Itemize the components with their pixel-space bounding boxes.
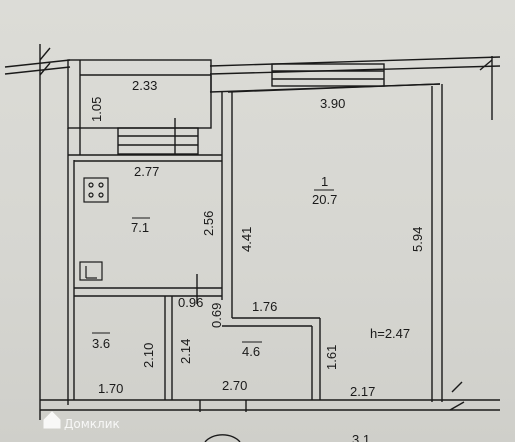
room-kitchen-area: 7.1 — [131, 220, 149, 235]
dim-partition: 4.41 — [239, 227, 254, 252]
dim-kitchen-width: 2.77 — [134, 164, 159, 179]
dim-bath-height-a: 2.10 — [141, 343, 156, 368]
dim-right-bottom: 2.17 — [350, 384, 375, 399]
ceiling-height: h=2.47 — [370, 326, 410, 341]
dim-balcony-depth: 1.05 — [89, 97, 104, 122]
watermark-text: Домклик — [64, 417, 120, 431]
dim-kitchen-depth: 2.56 — [201, 211, 216, 236]
dim-room1-length: 5.94 — [410, 227, 425, 252]
domclick-logo-icon — [43, 411, 61, 429]
dim-bath-height-b: 2.14 — [178, 339, 193, 364]
dim-small2: 0.69 — [209, 303, 224, 328]
dim-room1-width: 3.90 — [320, 96, 345, 111]
room-bath-area: 3.6 — [92, 336, 110, 351]
sink-icon — [79, 261, 103, 281]
dim-bottom-partial: 3.1 — [352, 432, 370, 442]
stove-icon — [83, 177, 109, 203]
room-hall-area: 4.6 — [242, 344, 260, 359]
dim-hall-width: 2.70 — [222, 378, 247, 393]
dim-bath-width: 1.70 — [98, 381, 123, 396]
dim-balcony-width: 2.33 — [132, 78, 157, 93]
dim-hall-top: 1.76 — [252, 299, 277, 314]
room-1-number: 1 — [321, 174, 328, 189]
room-1-area: 20.7 — [312, 192, 337, 207]
dim-hall-right: 1.61 — [324, 345, 339, 370]
dim-small1: 0.96 — [178, 295, 203, 310]
